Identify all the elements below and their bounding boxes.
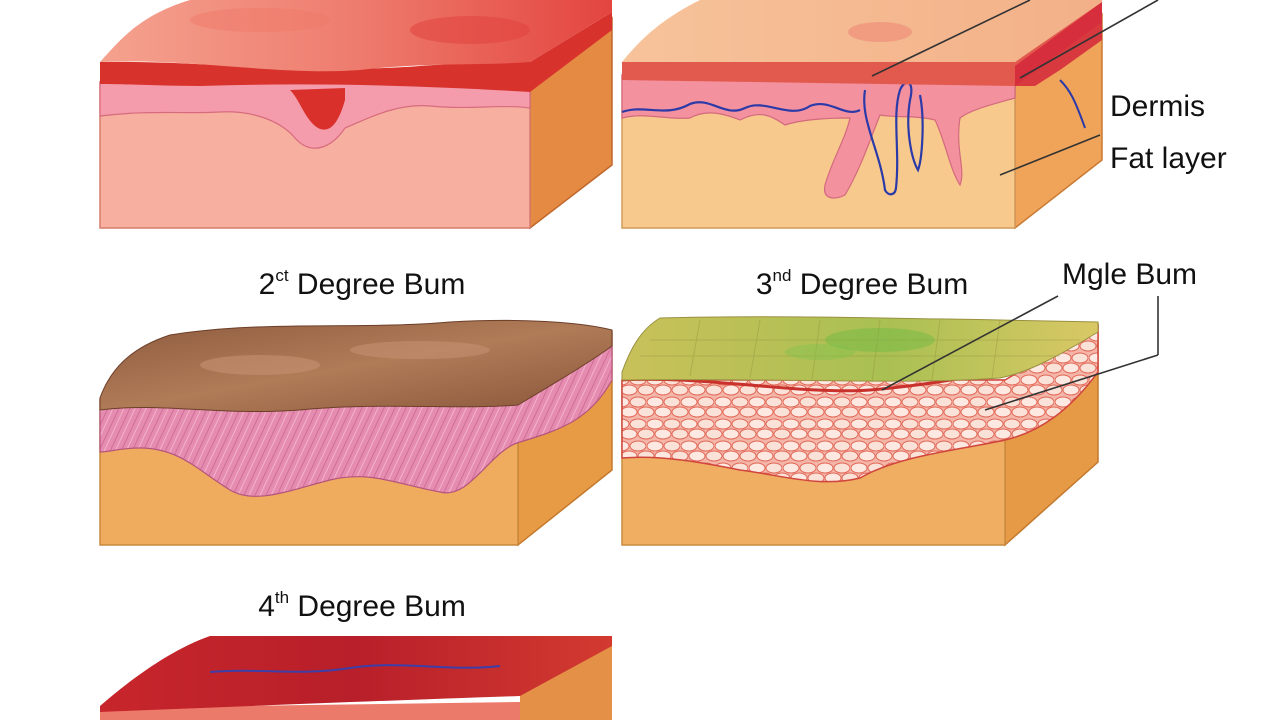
blood-vessel (209, 664, 501, 673)
burn-block-c (99, 319, 613, 547)
epidermis-red-rim (622, 0, 1102, 86)
burn-block-b (621, 0, 1103, 230)
charred-surface (100, 636, 612, 712)
charred-surface (99, 319, 613, 413)
muscle-layer (99, 332, 613, 497)
caption-burn-e: 4th Degree Bum (258, 588, 466, 623)
blood-vessel (1059, 79, 1086, 129)
blood-vessel (621, 101, 861, 114)
blood-vessel (863, 81, 924, 196)
label-fat-layer: Fat layer (1110, 142, 1227, 175)
dermis-layer (621, 74, 1016, 199)
blister (290, 88, 345, 130)
leader-lines-middle (881, 295, 1159, 411)
charred-surface (621, 316, 1099, 382)
caption-burn-d: 3nd Degree Bum (755, 266, 969, 301)
leader-lines-top (871, 0, 1159, 176)
burn-block-e (100, 636, 612, 720)
burn-block-a (99, 0, 613, 230)
epidermis-red-rim (100, 12, 612, 92)
label-muscle-burn: Mgle Bum (1062, 258, 1198, 291)
cell-layer (621, 323, 1099, 483)
label-dermis: Dermis (1110, 90, 1205, 123)
burn-block-d (621, 316, 1099, 547)
block-side-face (520, 640, 612, 720)
caption-burn-c: 2ct Degree Bum (258, 266, 466, 301)
